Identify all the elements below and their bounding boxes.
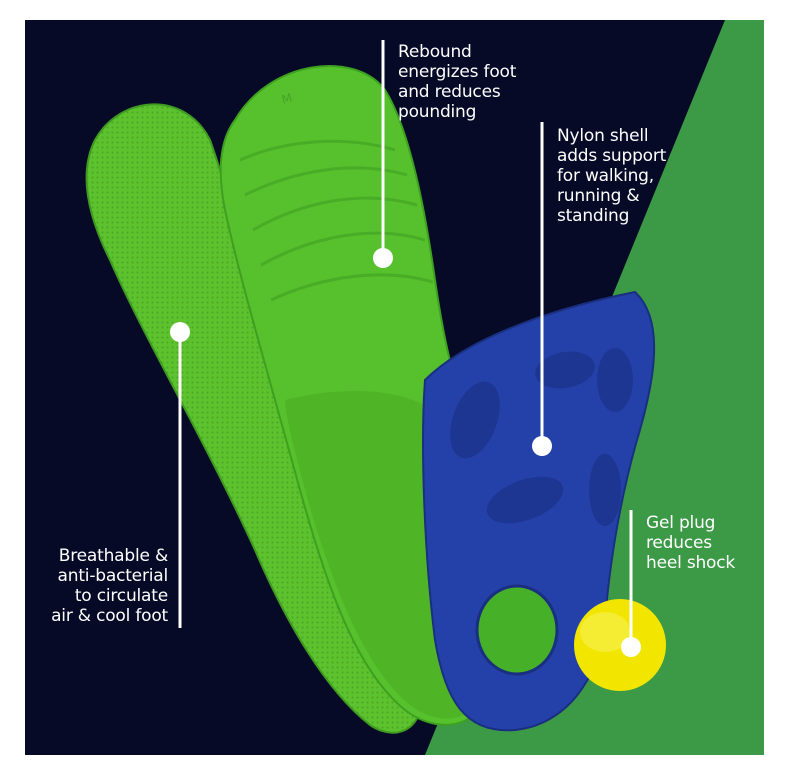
rebound-line-1: Rebound bbox=[398, 42, 472, 62]
rebound-line-4: pounding bbox=[398, 102, 477, 122]
gel-line-1: Gel plug bbox=[646, 513, 716, 533]
nylon-line-5: standing bbox=[557, 206, 630, 226]
gel-callout-marker bbox=[621, 510, 641, 657]
product-illustration: M bbox=[25, 20, 764, 755]
breathable-line-2: anti-bacterial bbox=[57, 566, 169, 586]
breathable-line-3: to circulate bbox=[74, 586, 168, 606]
nylon-line-2: adds support bbox=[557, 146, 667, 166]
gel-plug-highlight bbox=[580, 612, 630, 652]
breathable-callout-marker bbox=[170, 322, 190, 628]
shell-heel-opening bbox=[475, 584, 559, 676]
nylon-callout: Nylon shell adds support for walking, ru… bbox=[557, 126, 666, 226]
rebound-line-2: energizes foot bbox=[398, 62, 517, 82]
rebound-callout: Rebound energizes foot and reduces pound… bbox=[398, 42, 516, 122]
breathable-line-4: air & cool foot bbox=[51, 606, 168, 626]
nylon-line-4: running & bbox=[557, 186, 640, 206]
breathable-callout: Breathable & anti-bacterial to circulate… bbox=[40, 546, 168, 626]
breathable-line-1: Breathable & bbox=[58, 546, 168, 566]
rebound-ridges bbox=[239, 139, 434, 302]
rebound-line-3: and reduces bbox=[398, 82, 501, 102]
rebound-callout-marker bbox=[373, 40, 393, 268]
nylon-callout-marker bbox=[532, 122, 552, 456]
nylon-line-1: Nylon shell bbox=[557, 126, 649, 146]
gel-line-2: reduces bbox=[646, 533, 712, 553]
insole-size-mark: M bbox=[280, 91, 294, 107]
nylon-line-3: for walking, bbox=[557, 166, 654, 186]
shell-texture bbox=[450, 348, 633, 526]
gel-callout: Gel plug reduces heel shock bbox=[646, 513, 735, 573]
gel-line-3: heel shock bbox=[646, 553, 736, 573]
